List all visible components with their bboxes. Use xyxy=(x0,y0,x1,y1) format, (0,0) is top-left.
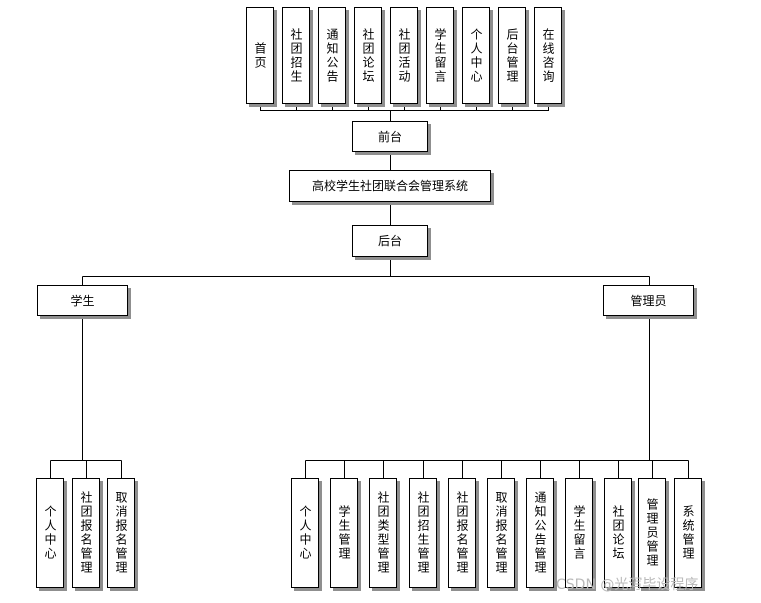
node-label: 个人中心 xyxy=(43,505,57,561)
admin-item-system-manage: 系统管理 xyxy=(674,478,702,588)
node-student-message: 学生留言 xyxy=(426,7,454,104)
node-label: 前台 xyxy=(377,129,402,144)
node-label: 社团论坛 xyxy=(361,27,375,84)
node-label: 首页 xyxy=(253,41,267,70)
node-label: 在线咨询 xyxy=(541,27,555,84)
node-label: 社团招生 xyxy=(289,27,303,84)
student-item-personal-center: 个人中心 xyxy=(36,478,64,588)
admin-item-club-type-manage: 社团类型管理 xyxy=(369,478,397,588)
node-label: 管理员管理 xyxy=(645,498,659,568)
admin-item-club-recruit-manage: 社团招生管理 xyxy=(409,478,437,588)
node-label: 社团报名管理 xyxy=(79,491,93,575)
node-label: 社团招生管理 xyxy=(416,491,430,575)
node-home: 首页 xyxy=(246,7,274,104)
admin-item-cancel-signup-manage: 取消报名管理 xyxy=(487,478,515,588)
node-label: 高校学生社团联合会管理系统 xyxy=(311,179,468,193)
node-label: 社团类型管理 xyxy=(376,491,390,575)
admin-item-student-message: 学生留言 xyxy=(565,478,593,588)
admin-item-personal-center: 个人中心 xyxy=(291,478,319,588)
node-backend-manage: 后台管理 xyxy=(498,7,526,104)
node-label: 社团活动 xyxy=(397,27,411,84)
student-item-cancel-signup: 取消报名管理 xyxy=(107,478,135,588)
node-club-recruit: 社团招生 xyxy=(282,7,310,104)
node-label: 后台 xyxy=(377,234,402,248)
admin-item-club-forum: 社团论坛 xyxy=(604,478,632,588)
admin-item-club-signup-manage: 社团报名管理 xyxy=(448,478,476,588)
student-item-club-signup: 社团报名管理 xyxy=(72,478,100,588)
node-label: 社团报名管理 xyxy=(455,491,469,575)
node-label: 社团论坛 xyxy=(611,505,625,561)
admin-item-student-manage: 学生管理 xyxy=(330,478,358,588)
node-label: 通知公告 xyxy=(325,27,339,84)
admin-item-admin-manage: 管理员管理 xyxy=(638,478,666,588)
node-backend: 后台 xyxy=(352,225,428,257)
node-personal-center: 个人中心 xyxy=(462,7,490,104)
node-system: 高校学生社团联合会管理系统 xyxy=(289,170,491,202)
node-label: 管理员 xyxy=(630,293,667,308)
node-club-activity: 社团活动 xyxy=(390,7,418,104)
node-label: 个人中心 xyxy=(298,505,312,561)
node-label: 后台管理 xyxy=(505,27,519,84)
node-label: 个人中心 xyxy=(469,27,483,84)
node-club-forum: 社团论坛 xyxy=(354,7,382,104)
node-label: 学生管理 xyxy=(337,505,351,561)
node-notice: 通知公告 xyxy=(318,7,346,104)
node-frontend: 前台 xyxy=(352,121,428,152)
node-label: 取消报名管理 xyxy=(114,491,128,575)
node-label: 系统管理 xyxy=(681,505,695,561)
node-student: 学生 xyxy=(37,285,128,316)
node-admin: 管理员 xyxy=(603,285,694,316)
watermark: CSDN @光泻毕设程序 xyxy=(556,577,699,593)
node-label: 学生留言 xyxy=(572,505,586,561)
node-label: 取消报名管理 xyxy=(494,491,508,575)
node-label: 学生 xyxy=(70,293,95,308)
node-online-consult: 在线咨询 xyxy=(534,7,562,104)
node-label: 学生留言 xyxy=(433,27,447,84)
node-label: 通知公告管理 xyxy=(533,491,547,575)
admin-item-notice-manage: 通知公告管理 xyxy=(526,478,554,588)
